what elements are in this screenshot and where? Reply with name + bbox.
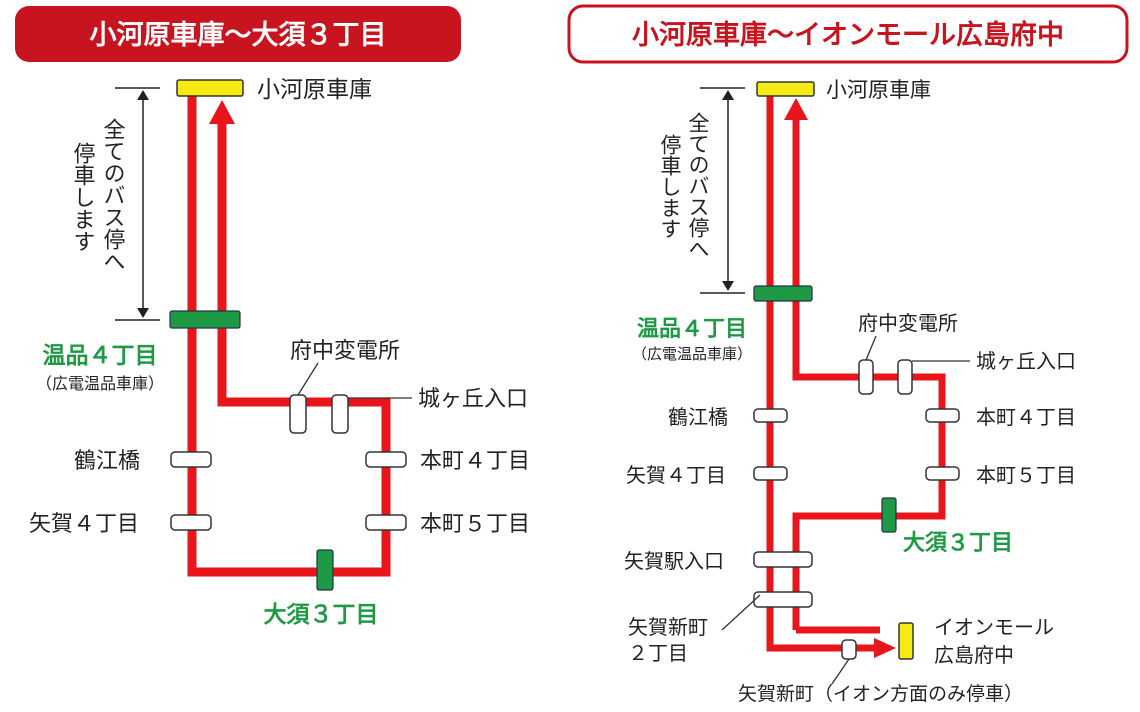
right-stop-yaga4-label: 矢賀４丁目 bbox=[626, 463, 726, 487]
left-stop-tsurue-label: 鶴江橋 bbox=[74, 449, 140, 474]
left-stop-fuchu-marker bbox=[289, 394, 307, 434]
left-terminus-marker bbox=[316, 549, 334, 591]
right-stop-yaga-shinmachi2-line2: ２丁目 bbox=[628, 641, 688, 665]
left-note-col1: 全てのバス停へ bbox=[100, 118, 126, 272]
right-return-arrow bbox=[784, 98, 808, 120]
left-origin-stop bbox=[176, 79, 244, 97]
right-title: 小河原車庫〜イオンモール広島府中 bbox=[632, 19, 1064, 51]
right-stop-yaga-eki-label: 矢賀駅入口 bbox=[624, 549, 724, 573]
right-stop-honmachi5-marker bbox=[925, 466, 960, 481]
left-stop-honmachi4-label: 本町４丁目 bbox=[420, 449, 530, 474]
right-terminus-marker bbox=[898, 622, 914, 660]
left-title: 小河原車庫〜大須３丁目 bbox=[90, 20, 387, 51]
right-origin-stop bbox=[756, 81, 815, 97]
left-stop-fuchu-label: 府中変電所 bbox=[290, 339, 400, 364]
right-green-stop bbox=[753, 285, 813, 302]
right-note-col2: 停車します bbox=[658, 134, 682, 239]
right-stop-yaga-shinmachi-marker bbox=[841, 639, 857, 660]
left-route-lines bbox=[187, 95, 391, 577]
right-terminus-arrow bbox=[874, 638, 896, 658]
right-stop-jogaoka-marker bbox=[897, 359, 913, 395]
left-stop-yaga4-label: 矢賀４丁目 bbox=[29, 512, 139, 537]
left-stop-honmachi5-marker bbox=[365, 514, 407, 531]
right-note-col1: 全てのバス停へ bbox=[686, 112, 710, 259]
left-green-stop-sublabel: （広電温品車庫） bbox=[36, 374, 164, 393]
left-stop-yaga4-marker bbox=[170, 514, 212, 531]
left-origin-label: 小河原車庫 bbox=[257, 77, 372, 103]
left-return-arrow bbox=[209, 100, 235, 124]
right-stop-fuchu-label: 府中変電所 bbox=[858, 311, 958, 335]
right-stop-honmachi4-marker bbox=[925, 408, 960, 423]
right-green-stop-sublabel: （広電温品車庫） bbox=[632, 345, 752, 363]
left-note-col2: 停車します bbox=[70, 142, 96, 252]
right-stop-yaga4-marker bbox=[753, 466, 788, 481]
left-stop-jogaoka-marker bbox=[331, 394, 349, 434]
right-stop-osu3-label: 大須３丁目 bbox=[903, 531, 1013, 556]
left-route-diagram: 小河原車庫〜大須３丁目 全てのバス停へ 停車します 小河原車庫 bbox=[15, 6, 530, 628]
right-stop-yaga-eki-marker bbox=[753, 551, 813, 568]
right-stop-honmachi5-label: 本町５丁目 bbox=[976, 463, 1076, 487]
right-stop-yaga-shinmachi2-marker bbox=[753, 591, 813, 608]
right-stop-osu3-marker bbox=[881, 497, 897, 533]
right-title-banner bbox=[567, 4, 1129, 64]
left-outbound-line bbox=[187, 95, 391, 577]
right-stop-yaga-shinmachi2-line1: 矢賀新町 bbox=[628, 615, 708, 639]
left-green-stop bbox=[169, 310, 241, 329]
right-terminus-line1: イオンモール bbox=[934, 615, 1054, 639]
right-stop-jogaoka-label: 城ヶ丘入口 bbox=[976, 349, 1076, 373]
left-stop-honmachi4-marker bbox=[365, 451, 407, 468]
left-stop-honmachi5-label: 本町５丁目 bbox=[420, 512, 530, 537]
right-terminus-line2: 広島府中 bbox=[934, 643, 1014, 667]
right-stop-fuchu-marker bbox=[858, 359, 874, 395]
left-terminus-label: 大須３丁目 bbox=[264, 602, 379, 628]
left-green-stop-label: 温品４丁目 bbox=[43, 343, 158, 369]
right-branch-line bbox=[792, 118, 946, 630]
left-stop-jogaoka-label: 城ヶ丘入口 bbox=[418, 387, 528, 412]
right-route-diagram: 小河原車庫〜イオンモール広島府中 全てのバス停へ 停車します bbox=[567, 4, 1129, 705]
right-stop-yaga-shinmachi-label: 矢賀新町（イオン方面のみ停車） bbox=[738, 683, 1023, 705]
right-stop-tsurue-label: 鶴江橋 bbox=[668, 405, 728, 429]
right-green-stop-label: 温品４丁目 bbox=[637, 317, 747, 342]
right-stop-honmachi4-label: 本町４丁目 bbox=[976, 405, 1076, 429]
left-title-banner bbox=[15, 6, 461, 62]
right-origin-label: 小河原車庫 bbox=[826, 78, 931, 102]
right-stop-tsurue-marker bbox=[753, 408, 788, 423]
right-span-bracket bbox=[700, 87, 745, 294]
left-stop-tsurue-marker bbox=[170, 451, 212, 468]
left-span-bracket bbox=[115, 87, 160, 321]
right-route-lines bbox=[766, 92, 946, 658]
